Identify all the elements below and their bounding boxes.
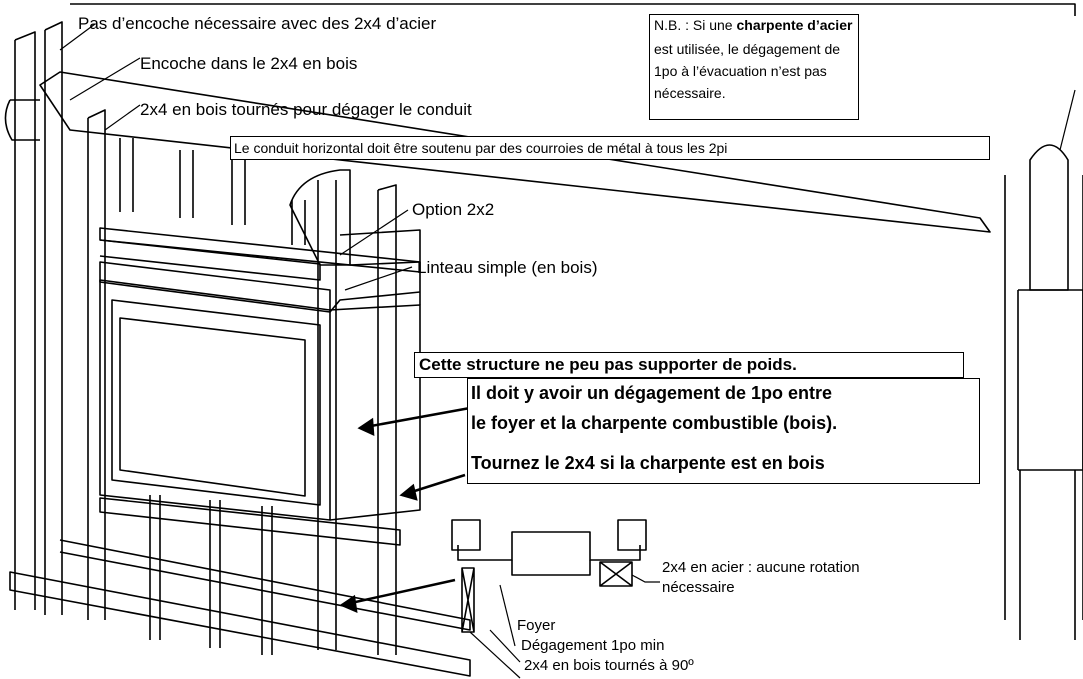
note-line-3: 1po à l’évacuation n’est pas — [654, 63, 827, 79]
no-weight-box: Cette structure ne peu pas supporter de … — [414, 352, 964, 378]
note-line-2: est utilisée, le dégagement de — [654, 41, 841, 57]
leader-steel — [631, 574, 660, 583]
note-prefix: N.B. : Si une — [654, 17, 737, 33]
arrow-to-fireplace — [359, 406, 471, 430]
label-notch-wood: Encoche dans le 2x4 en bois — [140, 54, 358, 73]
plan-detail — [451, 519, 647, 633]
fireplace-top — [99, 261, 331, 313]
top-header — [99, 227, 421, 273]
top-border — [70, 3, 1076, 16]
label-steel-1: 2x4 en acier : aucune rotation — [662, 559, 860, 576]
support-box: Le conduit horizontal doit être soutenu … — [230, 136, 990, 160]
label-clearance-2: le foyer et la charpente combustible (bo… — [471, 413, 838, 433]
leader-clearance — [489, 629, 521, 663]
label-steel-2: nécessaire — [662, 579, 735, 596]
note-bold: charpente d’acier — [736, 17, 853, 33]
label-clearance-1: Il doit y avoir un dégagement de 1po ent… — [471, 383, 833, 403]
leader-header — [344, 266, 413, 291]
label-min-clearance: Dégagement 1po min — [521, 637, 665, 654]
label-header-simple: Linteau simple (en bois) — [417, 258, 598, 277]
vent-pipe — [39, 71, 991, 233]
leader-option — [339, 209, 409, 256]
note-box: N.B. : Si une charpente d’acier est util… — [649, 14, 859, 120]
note-line-1: N.B. : Si une charpente d’acier — [654, 17, 852, 33]
leader-wood90 — [469, 631, 521, 679]
label-no-weight: Cette structure ne peu pas supporter de … — [419, 355, 797, 374]
side-elevation — [1004, 144, 1083, 640]
cripple-studs — [119, 138, 306, 245]
sill — [99, 497, 401, 546]
leader-wood-turned — [104, 104, 141, 131]
arrow-plan-to-stud — [341, 578, 456, 607]
leader-no-notch — [59, 23, 96, 51]
label-option-2x2: Option 2x2 — [412, 200, 495, 219]
leader-notch — [69, 57, 141, 101]
leader-side — [1059, 89, 1076, 151]
label-turn-2x4: Tournez le 2x4 si la charpente est en bo… — [471, 453, 825, 473]
leader-foyer — [499, 584, 516, 647]
left-studs — [14, 21, 106, 620]
label-no-notch-steel: Pas d’encoche nécessaire avec des 2x4 d’… — [78, 14, 437, 33]
bottom-plate — [9, 571, 471, 677]
fireplace-body — [99, 229, 421, 521]
label-foyer: Foyer — [517, 617, 556, 634]
note-line-4: nécessaire. — [654, 85, 726, 101]
label-wood-turned: 2x4 en bois tournés pour dégager le cond… — [140, 100, 472, 119]
label-horizontal-support: Le conduit horizontal doit être soutenu … — [234, 140, 728, 156]
label-wood-turned-90: 2x4 en bois tournés à 90º — [524, 657, 694, 674]
clearance-box: Il doit y avoir un dégagement de 1po ent… — [467, 378, 980, 484]
